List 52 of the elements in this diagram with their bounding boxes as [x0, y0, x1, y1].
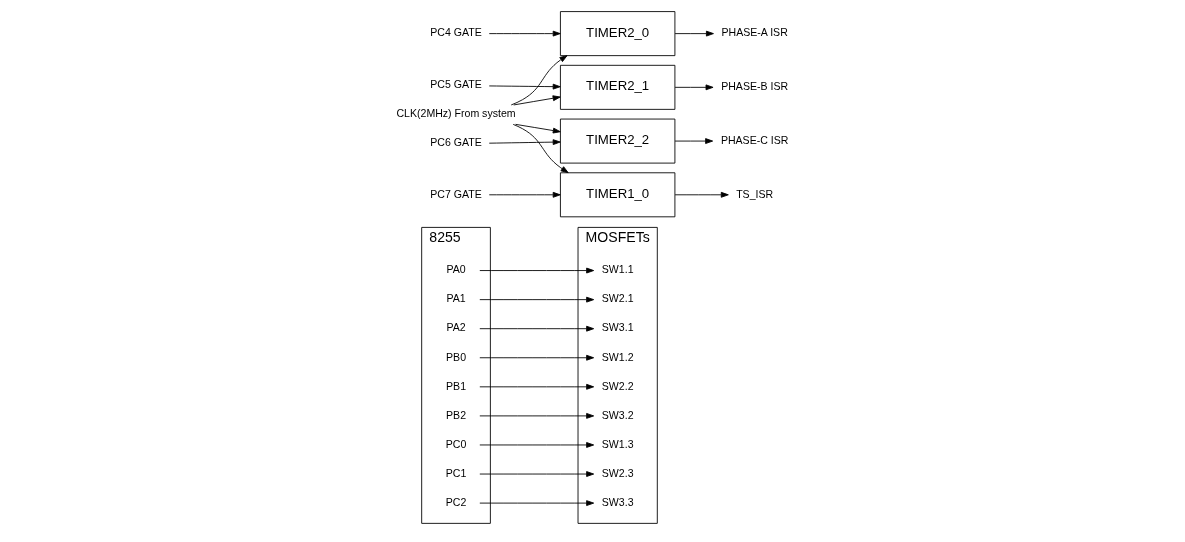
node-text: PC7 GATE: [429, 187, 482, 200]
arrow: [478, 413, 594, 419]
node-text: PB0: [445, 350, 466, 363]
arrow: [478, 442, 594, 448]
arrow: [510, 55, 567, 106]
node-text: SW1.1: [601, 263, 634, 276]
node-text: SW3.3: [601, 495, 634, 508]
node-text: SW1.3: [601, 437, 634, 450]
node-text: PHASE-C ISR: [720, 133, 788, 146]
arrow: [478, 267, 594, 274]
arrow: [488, 83, 561, 90]
arrow: [674, 191, 729, 198]
node-text: SW3.2: [601, 408, 634, 421]
arrow: [488, 139, 561, 146]
arrow: [478, 325, 594, 332]
node-text: SW2.1: [601, 292, 634, 305]
arrow: [478, 296, 594, 303]
node-text: PB2: [445, 408, 466, 421]
node-box: TIMER2_1: [559, 64, 675, 110]
node-text: SW1.2: [601, 350, 634, 363]
node-text: PHASE-B ISR: [720, 80, 788, 93]
arrow: [478, 471, 594, 477]
arrow: [512, 123, 569, 174]
arrow: [488, 191, 561, 198]
node-text: SW2.3: [601, 466, 634, 479]
node-box: TIMER2_0: [559, 11, 675, 57]
node-text: CLK(2MHz) From system: [395, 107, 516, 120]
arrow: [478, 383, 594, 390]
arrow: [478, 354, 594, 361]
node-box: TIMER1_0: [559, 172, 675, 218]
arrow: [674, 138, 713, 144]
arrow: [514, 123, 561, 134]
node-text: PHASE-A ISR: [720, 26, 788, 39]
node-text: PA2: [445, 321, 466, 334]
node-box: TIMER2_2: [559, 118, 675, 164]
node-text: PC6 GATE: [429, 136, 482, 149]
arrow: [674, 84, 713, 91]
arrow: [478, 500, 594, 506]
node-text: PC5 GATE: [429, 78, 482, 91]
node-text: PB1: [445, 379, 466, 392]
arrow: [512, 95, 561, 106]
arrow: [488, 30, 561, 37]
node-text: PC2: [445, 495, 466, 508]
node-text: SW2.2: [601, 379, 634, 392]
arrow: [674, 30, 714, 37]
node-text: TS_ISR: [735, 187, 773, 200]
node-text: PA0: [445, 263, 466, 276]
node-text: PC1: [445, 466, 466, 479]
node-text: PA1: [445, 292, 466, 305]
node-text: PC4 GATE: [429, 26, 482, 39]
node-text: PC0: [445, 437, 466, 450]
node-text: SW3.1: [601, 321, 634, 334]
